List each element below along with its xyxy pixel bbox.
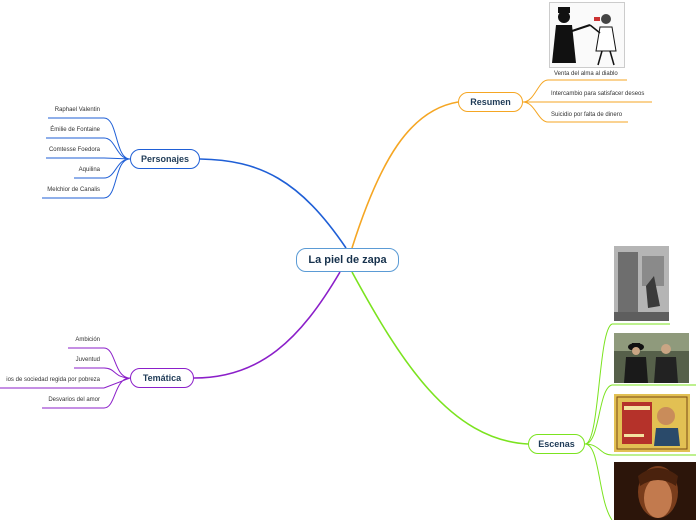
connector-resumen: [352, 102, 458, 248]
tematica-item[interactable]: Desvarios del amor: [48, 397, 100, 403]
branch-escenas[interactable]: Escenas: [528, 434, 585, 454]
connector-personajes: [200, 159, 346, 248]
tematica-item[interactable]: ios de sociedad regida por pobreza: [6, 377, 100, 383]
branch-resumen[interactable]: Resumen: [458, 92, 523, 112]
branch-personajes[interactable]: Personajes: [130, 149, 200, 169]
devil-deal-illustration: [549, 2, 625, 68]
connector-resumen-leaves: [523, 80, 548, 122]
central-topic[interactable]: La piel de zapa: [296, 248, 399, 272]
resumen-item[interactable]: Suicidio por falta de dinero: [551, 112, 622, 118]
resumen-item[interactable]: Venta del alma al diablo: [554, 71, 618, 77]
personaje-item[interactable]: Raphael Valentin: [55, 107, 100, 113]
tematica-item[interactable]: Juventud: [76, 357, 100, 363]
personaje-item[interactable]: Melchior de Canalis: [47, 187, 100, 193]
connector-escenas-leaves: [585, 324, 612, 520]
personaje-item[interactable]: Aquilina: [79, 167, 100, 173]
connector-tematica-leaves: [104, 348, 130, 408]
scene-portrait-image: [614, 462, 696, 520]
connector-personajes-leaves: [104, 118, 130, 198]
resumen-item[interactable]: Intercambio para satisfacer deseos: [551, 91, 644, 97]
branch-tematica[interactable]: Temática: [130, 368, 194, 388]
scene-engraving-image: [614, 246, 669, 321]
personaje-item[interactable]: Émilie de Fontaine: [50, 127, 100, 133]
tematica-item[interactable]: Ambición: [75, 337, 100, 343]
personaje-item[interactable]: Comtesse Foedora: [49, 147, 100, 153]
scene-movie-poster-image: [614, 394, 690, 452]
connector-escenas: [352, 272, 528, 444]
connector-tematica: [194, 272, 340, 378]
scene-film-still-image: [614, 333, 689, 383]
